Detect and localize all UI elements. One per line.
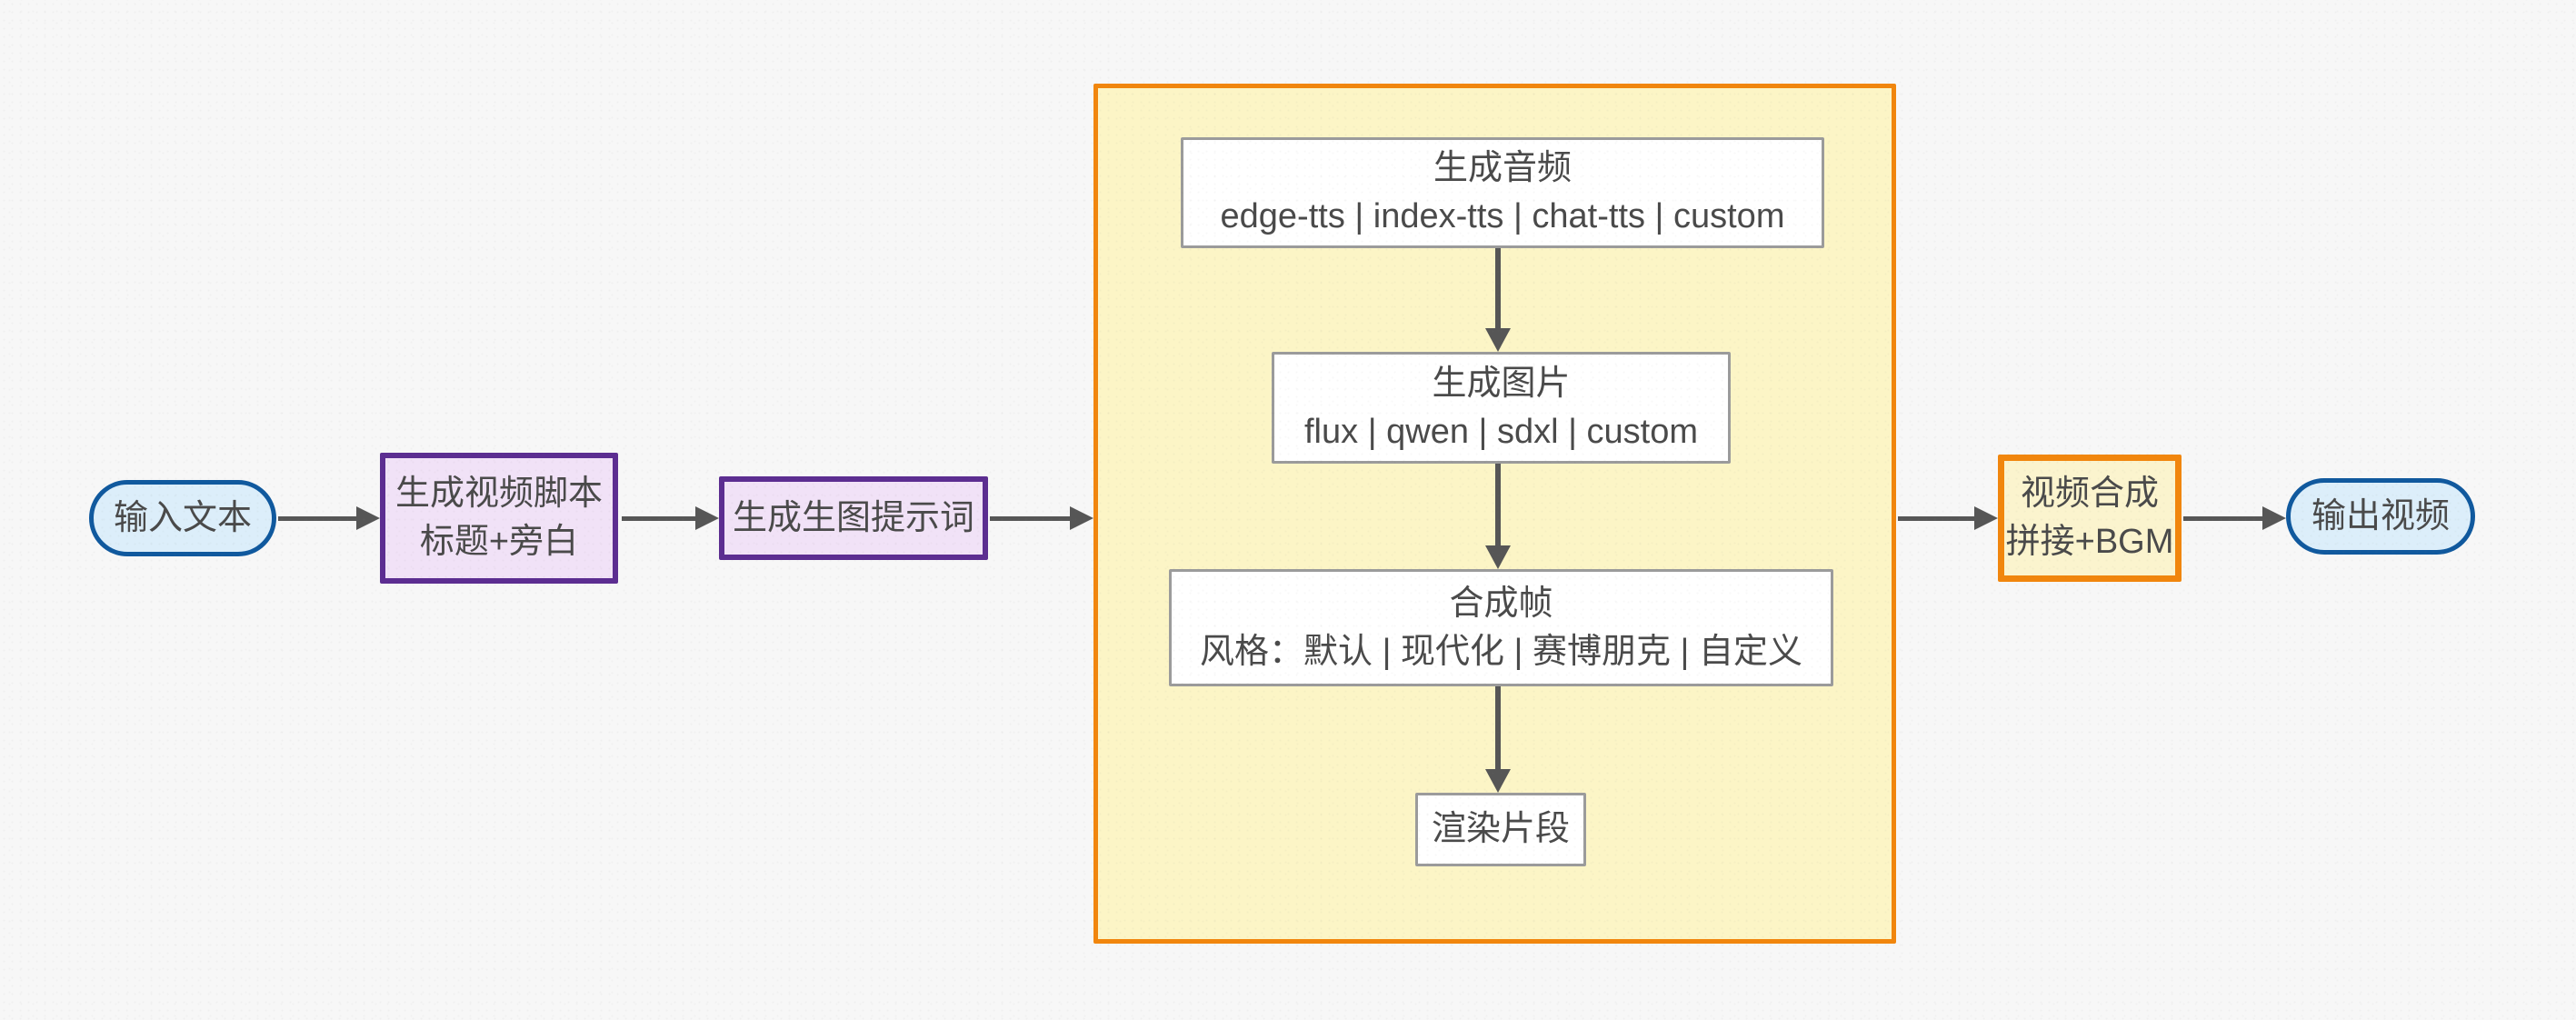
node-output-video: 输出视频: [2286, 478, 2475, 555]
node-compose-frame: 合成帧 风格：默认 | 现代化 | 赛博朋克 | 自定义: [1169, 569, 1833, 686]
node-compose-frame-options: 风格：默认 | 现代化 | 赛博朋克 | 自定义: [1200, 632, 1802, 671]
node-compose-frame-title: 合成帧: [1449, 584, 1553, 623]
node-generate-audio: 生成音频 edge-tts | index-tts | chat-tts | c…: [1181, 137, 1824, 248]
arrow-down-icon: [1485, 545, 1511, 569]
node-generate-image-prompt: 生成生图提示词: [719, 476, 988, 560]
arrow-down-icon: [1485, 769, 1511, 793]
arrow-right-icon: [695, 506, 719, 530]
node-video-compose-line1: 视频合成: [2020, 475, 2159, 513]
node-generate-audio-title: 生成音频: [1433, 149, 1572, 187]
arrow-image-to-frame-line: [1495, 464, 1501, 545]
node-generate-script: 生成视频脚本 标题+旁白: [380, 453, 618, 584]
node-output-video-label: 输出视频: [2311, 496, 2450, 535]
node-generate-image-prompt-label: 生成生图提示词: [732, 498, 974, 537]
node-generate-audio-options: edge-tts | index-tts | chat-tts | custom: [1220, 197, 1785, 235]
node-video-compose-line2: 拼接+BGM: [2005, 523, 2174, 561]
node-generate-image: 生成图片 flux | qwen | sdxl | custom: [1272, 352, 1731, 464]
arrow-audio-to-image-line: [1495, 248, 1501, 328]
arrow-down-icon: [1485, 328, 1511, 352]
node-video-compose: 视频合成 拼接+BGM: [1998, 455, 2182, 582]
arrow-right-icon: [356, 506, 380, 530]
arrow-right-icon: [1974, 506, 1998, 530]
arrow-group-to-compose-line: [1898, 516, 1974, 521]
node-input-text-label: 输入文本: [113, 498, 252, 537]
node-generate-script-line2: 标题+旁白: [419, 523, 579, 561]
node-generate-script-line1: 生成视频脚本: [394, 475, 603, 513]
arrow-prompt-to-group-line: [990, 516, 1070, 521]
arrow-script-to-prompt-line: [622, 516, 695, 521]
arrow-input-to-script-line: [278, 516, 356, 521]
arrow-frame-to-render-line: [1495, 686, 1501, 769]
arrow-right-icon: [1070, 506, 1093, 530]
node-generate-image-title: 生成图片: [1432, 364, 1571, 403]
arrow-right-icon: [2262, 506, 2286, 530]
node-render-clip: 渲染片段: [1415, 793, 1586, 866]
node-input-text: 输入文本: [89, 480, 276, 556]
node-render-clip-label: 渲染片段: [1431, 810, 1570, 848]
node-generate-image-options: flux | qwen | sdxl | custom: [1304, 412, 1698, 451]
arrow-compose-to-output-line: [2183, 516, 2262, 521]
